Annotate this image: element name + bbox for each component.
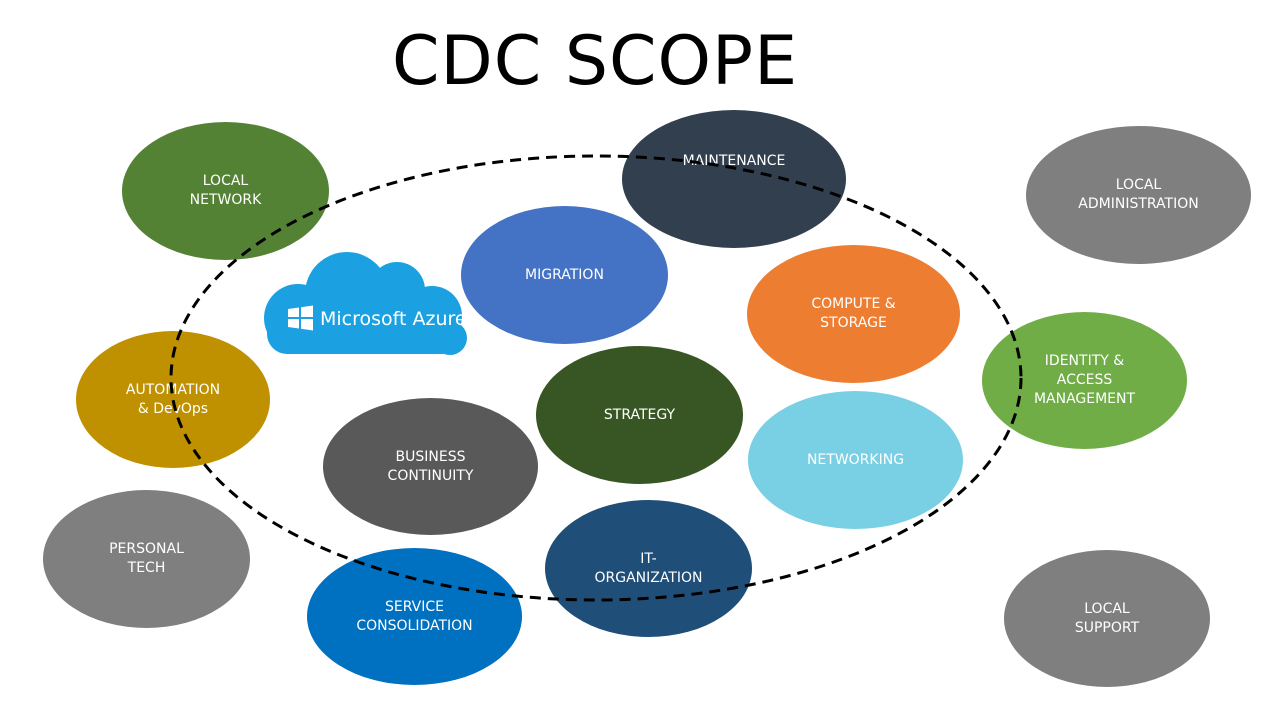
bubble-label: PERSONAL TECH [109, 541, 184, 576]
bubble-label: SERVICE CONSOLIDATION [356, 598, 473, 634]
bubble-identity-access[interactable]: IDENTITY & ACCESS MANAGEMENT [982, 312, 1187, 449]
bubble-personal-tech[interactable]: PERSONAL TECH [43, 490, 250, 628]
bubble-label: LOCAL NETWORK [189, 173, 262, 208]
azure-logo-text: Microsoft Azure [320, 308, 467, 330]
cloud-icon [264, 252, 467, 355]
bubble-label: BUSINESS CONTINUITY [387, 448, 474, 484]
bubble-label: LOCAL ADMINISTRATION [1078, 177, 1199, 212]
bubble-it-organization[interactable]: IT- ORGANIZATION [545, 500, 752, 637]
bubble-migration[interactable]: MIGRATION [461, 206, 668, 344]
bubble-service-consolidation[interactable]: SERVICE CONSOLIDATION [307, 548, 522, 685]
page-title: CDC SCOPE [391, 22, 799, 101]
bubble-label: IT- ORGANIZATION [594, 550, 703, 586]
bubble-label: MAINTENANCE [682, 152, 786, 169]
bubble-label: NETWORKING [806, 451, 905, 468]
bubble-compute-storage[interactable]: COMPUTE & STORAGE [747, 245, 960, 383]
bubble-label: IDENTITY & ACCESS MANAGEMENT [1033, 353, 1136, 407]
bubble-automation-devops[interactable]: AUTOMATION & DevOps [76, 331, 270, 468]
bubble-local-administration[interactable]: LOCAL ADMINISTRATION [1026, 126, 1251, 264]
bubble-label: LOCAL SUPPORT [1074, 600, 1140, 636]
bubble-business-continuity[interactable]: BUSINESS CONTINUITY [323, 398, 538, 535]
microsoft-azure-logo: Microsoft Azure [262, 250, 467, 356]
bubble-label: COMPUTE & STORAGE [811, 296, 896, 331]
bubble-maintenance[interactable]: MAINTENANCE [622, 110, 846, 248]
bubble-local-network[interactable]: LOCAL NETWORK [122, 122, 329, 260]
bubble-local-support[interactable]: LOCAL SUPPORT [1004, 550, 1210, 687]
bubble-label: AUTOMATION & DevOps [125, 381, 221, 417]
bubble-networking[interactable]: NETWORKING [748, 391, 963, 529]
bubble-label: STRATEGY [603, 406, 676, 423]
bubble-label: MIGRATION [525, 266, 604, 283]
bubble-strategy[interactable]: STRATEGY [536, 346, 743, 484]
